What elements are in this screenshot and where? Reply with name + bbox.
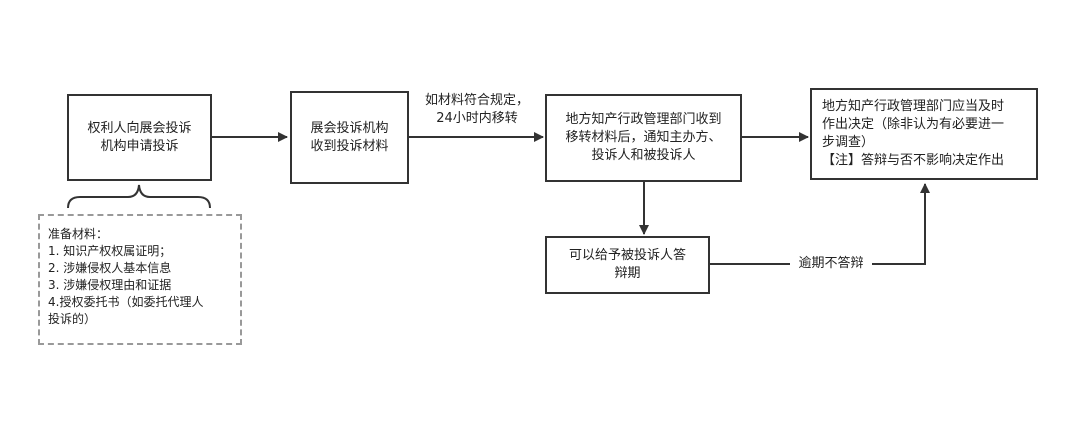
box-defense-line-1: 可以给予被投诉人答 [568, 248, 686, 263]
box-defense-line-2: 辩期 [614, 266, 641, 281]
note-line-2: 1. 知识产权权属证明； [48, 244, 172, 258]
label-transfer-line-2: 24小时内移转 [436, 111, 518, 126]
brace-connector [67, 184, 211, 209]
label-transfer-line-1: 如材料符合规定， [424, 93, 529, 108]
box-complaint: 权利人向展会投诉 机构申请投诉 [67, 94, 212, 181]
box-decision-line-4: 【注】答辩与否不影响决定作出 [822, 153, 1005, 168]
note-line-4: 3. 涉嫌侵权理由和证据 [48, 278, 172, 292]
label-transfer: 如材料符合规定， 24小时内移转 [410, 92, 544, 128]
box-receive: 展会投诉机构 收到投诉材料 [290, 91, 409, 184]
box-ip-notify: 地方知产行政管理部门收到 移转材料后，通知主办方、 投诉人和被投诉人 [545, 94, 742, 182]
arrow-defense-to-decision [710, 183, 930, 265]
box-decision: 地方知产行政管理部门应当及时 作出决定（除非认为有必要进一 步调查） 【注】答辩… [810, 88, 1038, 180]
box-receive-line-1: 展会投诉机构 [310, 120, 389, 136]
note-materials: 准备材料： 1. 知识产权权属证明； 2. 涉嫌侵权人基本信息 3. 涉嫌侵权理… [38, 214, 242, 345]
box-complaint-line-2: 机构申请投诉 [100, 138, 179, 154]
note-line-6: 投诉的） [48, 312, 97, 326]
note-line-1: 准备材料： [48, 227, 109, 241]
label-overdue: 逾期不答辩 [790, 255, 872, 273]
box-receive-line-2: 收到投诉材料 [310, 138, 389, 154]
box-decision-line-1: 地方知产行政管理部门应当及时 [822, 99, 1005, 114]
box-ip-notify-line-3: 投诉人和被投诉人 [591, 148, 696, 163]
box-defense: 可以给予被投诉人答 辩期 [545, 236, 710, 294]
box-decision-line-2: 作出决定（除非认为有必要进一 [822, 117, 1005, 132]
note-line-5: 4.授权委托书（如委托代理人 [48, 295, 204, 309]
box-complaint-line-1: 权利人向展会投诉 [87, 120, 192, 136]
box-ip-notify-line-2: 移转材料后，通知主办方、 [565, 130, 722, 145]
box-ip-notify-line-1: 地方知产行政管理部门收到 [565, 112, 722, 127]
box-decision-line-3: 步调查） [822, 135, 875, 150]
note-line-3: 2. 涉嫌侵权人基本信息 [48, 261, 172, 275]
